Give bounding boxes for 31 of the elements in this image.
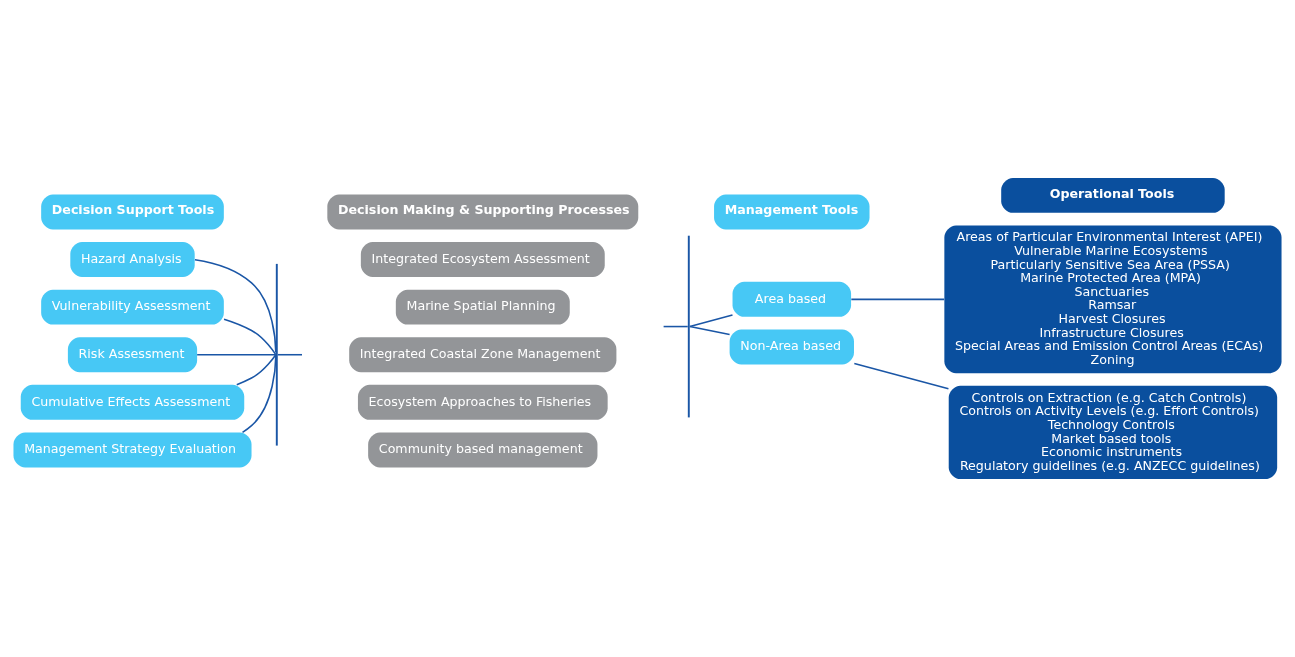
node-box: Operational Tools <box>1001 177 1225 213</box>
node-bar <box>275 263 278 446</box>
connector <box>277 353 303 356</box>
connector <box>196 353 277 356</box>
node-box: Integrated Coastal Zone Management <box>349 337 617 373</box>
node-box: Risk Assessment <box>67 337 198 373</box>
node-box: Vulnerability Assessment <box>41 289 224 325</box>
connector <box>194 258 277 354</box>
node-box: Hazard Analysis <box>70 242 195 277</box>
node-box: Non-Area based <box>729 329 854 365</box>
node-box: Management Strategy Evaluation <box>13 432 252 468</box>
node-box: Areas of Particular Environmental Interest (APEI) Vulnerable Marine Ecosystems Particularly Sensitive Sea Area (PSSA) Marine Protected Area (MPA) Sanctuaries Ramsar Harvest Closures Infrastructure Closures Special Areas and Emission Control Areas (ECAs) Zoning <box>944 225 1282 374</box>
connector <box>241 355 277 434</box>
node-box: Controls on Extraction (e.g. Catch Controls) Controls on Activity Levels (e.g. Effort Controls) Technology Controls Market based tools Economic instruments Regulatory guidelines (e.g. ANZECC guidelines) <box>948 385 1278 480</box>
node-box: Community based management <box>368 432 598 468</box>
connector <box>689 314 734 328</box>
node-box: Integrated Ecosystem Assessment <box>360 242 605 277</box>
node-box: Ecosystem Approaches to Fisheries <box>357 384 608 420</box>
connector <box>662 325 689 328</box>
connector <box>850 298 945 301</box>
connector <box>689 325 731 336</box>
node-box: Marine Spatial Planning <box>395 289 570 325</box>
node-box: Cumulative Effects Assessment <box>20 384 245 420</box>
connector <box>236 354 277 386</box>
node-box: Decision Support Tools <box>41 194 224 230</box>
node-box: Area based <box>732 281 852 317</box>
node-box: Management Tools <box>714 194 870 230</box>
node-box: Decision Making & Supporting Processes <box>327 194 639 230</box>
node-bar <box>687 235 690 418</box>
connector <box>223 318 277 356</box>
connector <box>853 362 950 390</box>
